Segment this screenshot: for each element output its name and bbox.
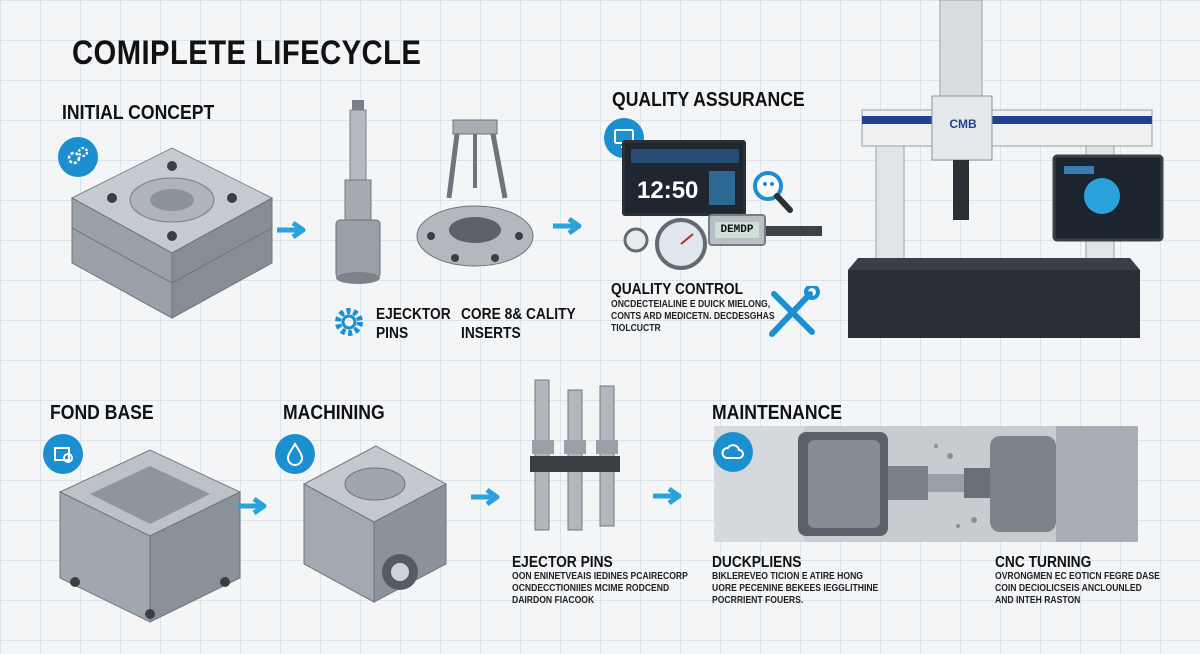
machined-block-illustration: [300, 432, 450, 608]
cmm-machine: [840, 0, 1170, 345]
core-cavity-insert-illustration: [415, 118, 535, 278]
wrench-screwdriver-icon: [764, 286, 822, 340]
gears-icon: [58, 137, 98, 177]
magnifier-icon: [748, 168, 796, 216]
arrow-right-icon: [275, 220, 309, 240]
caption-core-cavity-inserts: CORE 8& CALITY INSERTS: [461, 306, 576, 342]
stage-label-quality-assurance: QUALITY ASSURANCE: [612, 89, 805, 111]
stage-label-initial-concept: INITIAL CONCEPT: [62, 102, 215, 124]
cnc-turning-description: OVRONGMEN EC EOTICN FEGRE DASE COIN DECI…: [995, 571, 1160, 606]
monitor-readout: 12:50: [637, 177, 699, 204]
ejector-pins-set-illustration: [520, 376, 630, 536]
stage-label-machining: MACHINING: [283, 402, 385, 424]
caption-duckpliens: DUCKPLIENS: [712, 554, 802, 571]
dial-gauge: [653, 216, 709, 272]
caption-cnc-turning: CNC TURNING: [995, 554, 1092, 571]
caption-quality-control: QUALITY CONTROL: [611, 281, 743, 298]
caption-ejector-pins-top: EJECKTOR PINS: [376, 306, 451, 342]
caliper-bar: [766, 226, 822, 236]
stage-label-maintenance: MAINTENANCE: [712, 402, 843, 424]
small-gauge: [622, 226, 650, 254]
duckpliens-description: BIKLEREVEO TICION E ATIRE HONG UORE PECE…: [712, 571, 879, 606]
drop-icon: [275, 434, 315, 474]
arrow-right-icon: [469, 487, 503, 507]
fond-base-illustration: [50, 432, 250, 632]
mold-block-illustration: [62, 128, 282, 328]
cnc-turning-scene: [714, 426, 1138, 542]
qa-monitor: 12:50: [622, 140, 746, 216]
cloud-icon: [713, 432, 753, 472]
arrow-right-icon: [651, 486, 685, 506]
stage-label-fond-base: FOND BASE: [50, 402, 154, 424]
fond-base-icon: [43, 434, 83, 474]
cmm-brand-label: CMB: [949, 117, 977, 131]
gear-icon: [331, 304, 367, 340]
caliper-readout: DEMDP: [715, 222, 759, 238]
arrow-right-icon: [551, 216, 585, 236]
page-title: COMIPLETE LIFECYCLE: [72, 34, 422, 72]
caption-ejector-pins-bottom: EJECTOR PINS: [512, 554, 613, 571]
arrow-right-icon: [236, 496, 270, 516]
caliper: DEMDP: [708, 214, 766, 246]
ejector-pin-illustration: [328, 98, 388, 288]
ejector-pins-description: OON ENINETVEAIS IEDINES PCAIRECORP OCNDE…: [512, 571, 688, 606]
quality-control-description: ONCDECTEIALINE E DUICK MIELONG, CONTS AR…: [611, 299, 775, 334]
